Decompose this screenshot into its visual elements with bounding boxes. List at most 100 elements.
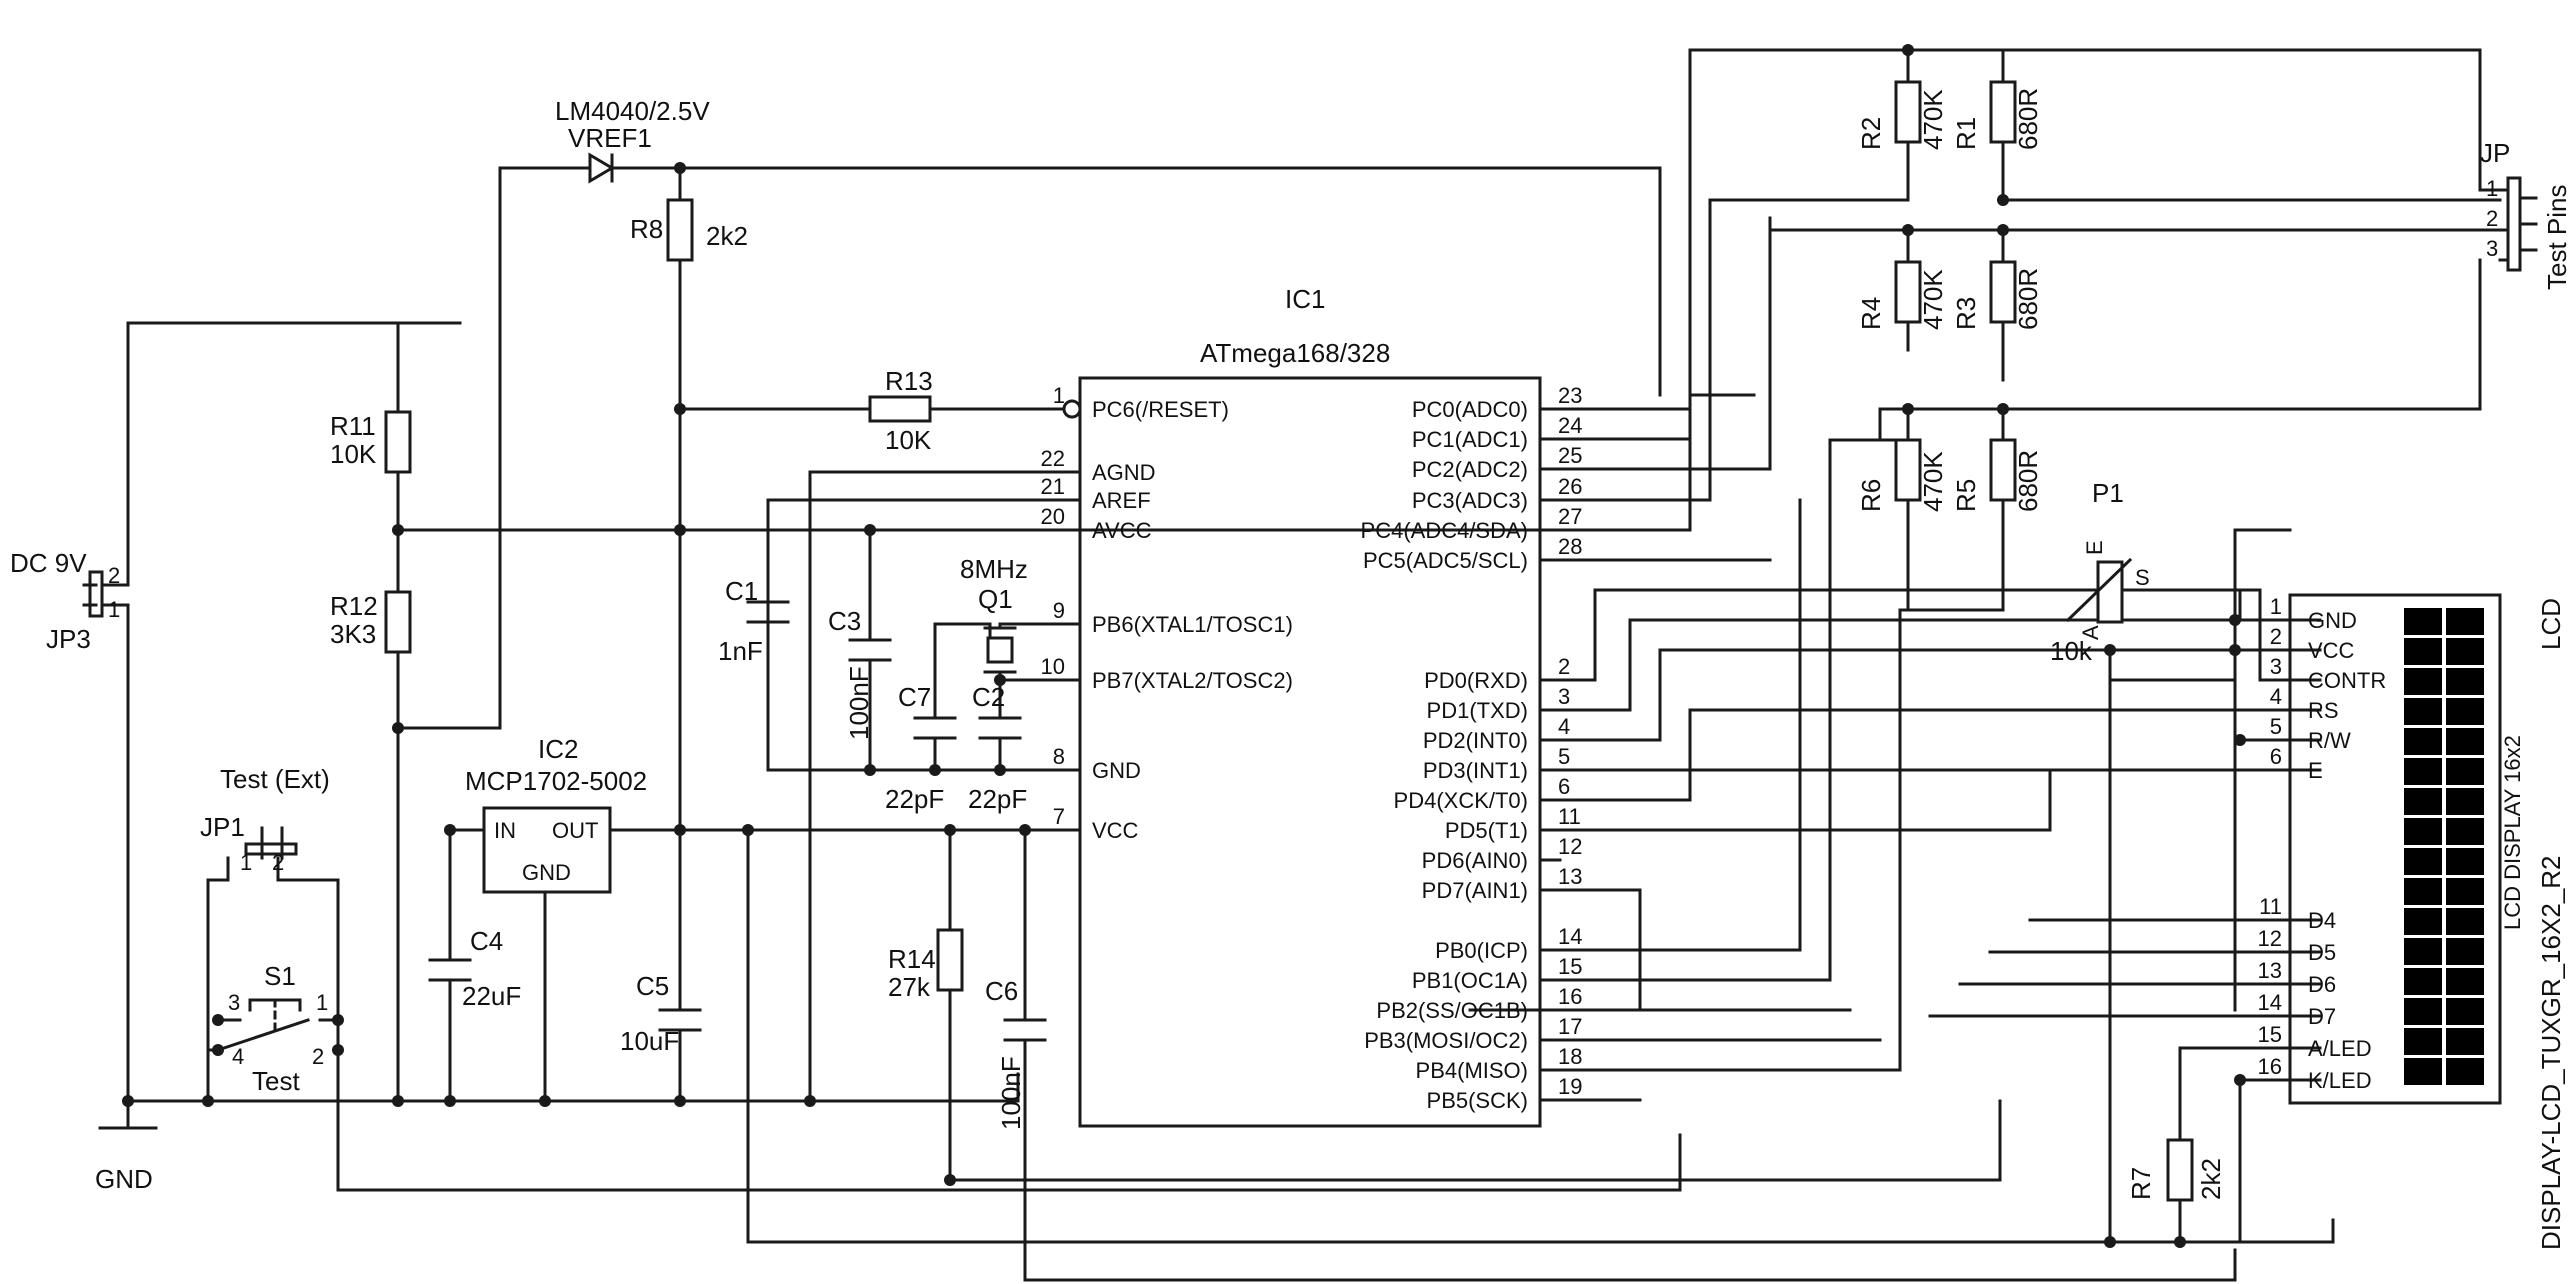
c6-label: C6 <box>985 976 1018 1006</box>
r2-label: R2 <box>1856 117 1886 150</box>
ic2-in-pin: IN <box>494 818 516 843</box>
ic1-pin-number: 17 <box>1558 1014 1582 1039</box>
gnd-label: GND <box>95 1164 153 1194</box>
c4-label: C4 <box>470 926 503 956</box>
lcd-character-cell <box>2404 998 2442 1025</box>
lcd-pin-number: 16 <box>2258 1054 2282 1079</box>
lcd-character-cell <box>2446 998 2484 1025</box>
ic1-pin-name: PD0(RXD) <box>1424 668 1528 693</box>
lcd-pin-name: R/W <box>2308 728 2351 753</box>
r14-label: R14 <box>888 944 936 974</box>
ic1-pin-name: PC4(ADC4/SDA) <box>1361 518 1528 543</box>
ic1-part: ATmega168/328 <box>1200 338 1390 368</box>
lcd-character-cell <box>2404 608 2442 635</box>
r13-value: 10K <box>885 425 932 455</box>
ic1-pin-number: 22 <box>1041 446 1065 471</box>
r3-resistor: R3 680R <box>1951 260 2043 330</box>
c2-value: 22pF <box>968 784 1027 814</box>
c1-label: C1 <box>725 576 758 606</box>
lcd-character-cell <box>2446 638 2484 665</box>
p1-s-label: S <box>2135 565 2150 590</box>
c5-value: 10uF <box>620 1026 679 1056</box>
r2-value: 470K <box>1918 89 1948 150</box>
ic2-gnd-pin: GND <box>522 860 571 885</box>
s1-pin-4: 4 <box>232 1044 244 1069</box>
jp3-connector: DC 9V 2 1 JP3 <box>10 548 120 654</box>
jp-pin-1: 1 <box>2486 176 2498 201</box>
r11-resistor: R11 10K <box>330 410 412 474</box>
c7-value: 22pF <box>885 784 944 814</box>
lcd-pin-number: 6 <box>2270 744 2282 769</box>
lcd-character-cell <box>2446 938 2484 965</box>
ic1-pin-name: PC6(/RESET) <box>1092 397 1229 422</box>
lcd-character-cell <box>2446 788 2484 815</box>
ic1-label: IC1 <box>1285 284 1325 314</box>
test-ext-label: Test (Ext) <box>220 764 330 794</box>
c6-capacitor: C6 100nF <box>985 976 1047 1130</box>
lcd-pin-number: 14 <box>2258 990 2282 1015</box>
lcd-pin-name: D5 <box>2308 940 2336 965</box>
r6-resistor: R6 470K <box>1856 438 1948 512</box>
lcd-pin-name: D6 <box>2308 972 2336 997</box>
ic1-pin-number: 14 <box>1558 924 1582 949</box>
ic1-pin-name: AVCC <box>1092 518 1152 543</box>
jp1-label: JP1 <box>200 812 245 842</box>
c7-capacitor: C7 22pF <box>885 682 957 814</box>
ic1-pin-name: PD1(TXD) <box>1427 698 1528 723</box>
lcd-character-cell <box>2446 608 2484 635</box>
r14-resistor: R14 27k <box>888 928 964 1002</box>
ic1-pin-number: 10 <box>1041 654 1065 679</box>
r6-value: 470K <box>1918 451 1948 512</box>
lcd-pin-name: E <box>2308 758 2323 783</box>
c6-value: 100nF <box>996 1056 1026 1130</box>
ic1-pin-name: PB4(MISO) <box>1416 1058 1528 1083</box>
lcd-character-blocks <box>2404 608 2484 1085</box>
c5-label: C5 <box>636 971 669 1001</box>
r8-value: 2k2 <box>706 221 748 251</box>
r4-value: 470K <box>1918 269 1948 330</box>
lcd-character-cell <box>2446 1028 2484 1055</box>
lcd-pin-name: RS <box>2308 698 2339 723</box>
lcd-character-cell <box>2446 758 2484 785</box>
lcd-pins: 1GND2VCC3CONTR4RS5R/W6E11D412D513D614D71… <box>2258 594 2387 1093</box>
r5-resistor: R5 680R <box>1951 438 2043 512</box>
q1-label: Q1 <box>978 584 1013 614</box>
lcd-pin-name: CONTR <box>2308 668 2386 693</box>
lcd-character-cell <box>2404 668 2442 695</box>
dc9v-label: DC 9V <box>10 548 87 578</box>
r3-label: R3 <box>1951 297 1981 330</box>
ic1-pin-name: GND <box>1092 758 1141 783</box>
wires <box>98 48 2510 1282</box>
ic1-pin-number: 7 <box>1053 804 1065 829</box>
vref1-diode: LM4040/2.5V VREF1 <box>555 96 710 184</box>
ic1-pin-number: 24 <box>1558 413 1582 438</box>
lcd-character-cell <box>2404 968 2442 995</box>
vref1-label: VREF1 <box>568 123 652 153</box>
lcd-character-cell <box>2404 638 2442 665</box>
r13-resistor: R13 10K <box>868 366 933 455</box>
ic1-pin-number: 8 <box>1053 744 1065 769</box>
s1-pin-3: 3 <box>228 990 240 1015</box>
q1-crystal: 8MHz Q1 <box>960 554 1028 674</box>
s1-pin-1: 1 <box>316 990 328 1015</box>
ic1-pin-name: PD4(XCK/T0) <box>1394 788 1528 813</box>
c3-value: 100nF <box>844 666 874 740</box>
c1-value: 1nF <box>718 636 763 666</box>
test-label: Test <box>252 1066 300 1096</box>
ic1-pin-name: PC2(ADC2) <box>1412 457 1528 482</box>
ic1-right-pins: PC0(ADC0)23PC1(ADC1)24PC2(ADC2)25PC3(ADC… <box>1361 383 1583 1113</box>
ic1-pin-number: 25 <box>1558 443 1582 468</box>
lcd-pin-name: GND <box>2308 608 2357 633</box>
r5-label: R5 <box>1951 479 1981 512</box>
lcd-pin-number: 11 <box>2259 894 2282 919</box>
c7-label: C7 <box>898 682 931 712</box>
ic1-pin-number: 21 <box>1041 474 1065 499</box>
s1-switch: S1 3 4 1 2 Test <box>216 961 340 1096</box>
lcd-character-cell <box>2404 758 2442 785</box>
ic2-regulator: IC2 MCP1702-5002 IN OUT GND <box>465 734 647 894</box>
ic1-pin-name: PB2(SS/OC1B) <box>1376 998 1528 1023</box>
p1-potentiometer: P1 10k E S A <box>2050 478 2202 666</box>
lcd-pin-number: 15 <box>2258 1022 2282 1047</box>
c3-label: C3 <box>828 606 861 636</box>
